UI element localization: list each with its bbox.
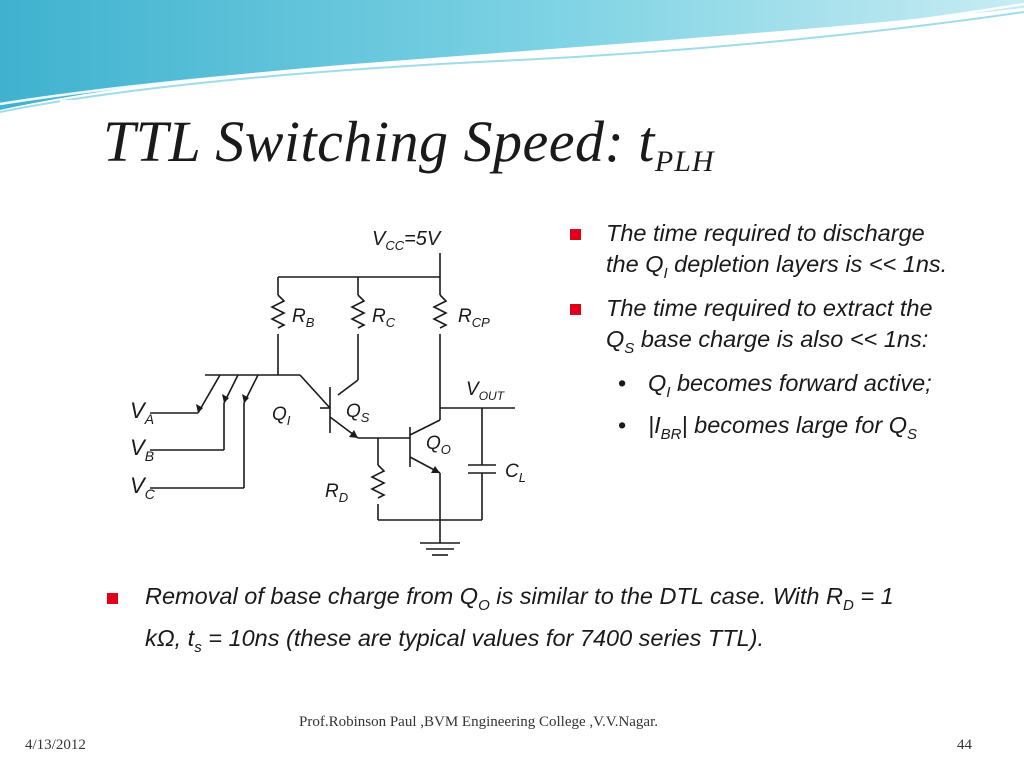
header-wave-decoration (0, 0, 1024, 113)
slide-title: TTL Switching Speed:tPLH (103, 108, 715, 179)
content-panel (60, 100, 965, 710)
va-label: VA (130, 398, 154, 427)
qi-label: QI (272, 404, 291, 428)
footer-author: Prof.Robinson Paul ,BVM Engineering Coll… (299, 714, 659, 730)
ttl-circuit-diagram: VCC=5V RB RC RCP RD QI QS QO VOUT CL VA … (130, 228, 526, 556)
sub-bullet-dot: • (618, 412, 627, 438)
sub-bullet-item: • |IBR| becomes large for QS (618, 412, 918, 443)
circuit-wires (150, 253, 515, 556)
title-variable: t (638, 109, 655, 174)
qs-label: QS (346, 401, 370, 425)
circuit-arrows (196, 394, 440, 473)
rc-label: RC (372, 306, 396, 330)
title-main: TTL Switching Speed: (103, 109, 625, 174)
cl-label: CL (505, 461, 526, 485)
circuit-labels: VCC=5V RB RC RCP RD QI QS QO VOUT CL VA … (130, 228, 526, 505)
rd-label: RD (325, 481, 348, 505)
qo-label: QO (426, 433, 451, 457)
bottom-bullet-item: Removal of base charge from QO is simila… (105, 580, 905, 664)
bullet-marker (570, 229, 581, 240)
rb-label: RB (292, 306, 315, 330)
sub-bullet-dot: • (618, 370, 627, 396)
bullet-marker (107, 593, 118, 604)
bullet-marker (570, 304, 581, 315)
bullet-item: The time required to extract the QS base… (568, 293, 958, 364)
footer-date: 4/13/2012 (25, 737, 86, 753)
bullet-item: The time required to discharge the QI de… (568, 218, 958, 289)
vcc-label: VCC=5V (372, 228, 442, 253)
vc-label: VC (130, 473, 156, 502)
rcp-label: RCP (458, 306, 490, 330)
vout-label: VOUT (466, 379, 506, 403)
vb-label: VB (130, 435, 154, 464)
sub-bullet-item: • QI becomes forward active; (618, 370, 932, 401)
title-subscript: PLH (654, 145, 715, 178)
bullet-list: The time required to discharge the QI de… (568, 218, 958, 450)
bottom-bullet-text: Removal of base charge from QO is simila… (145, 583, 894, 656)
page-number: 44 (957, 737, 972, 753)
